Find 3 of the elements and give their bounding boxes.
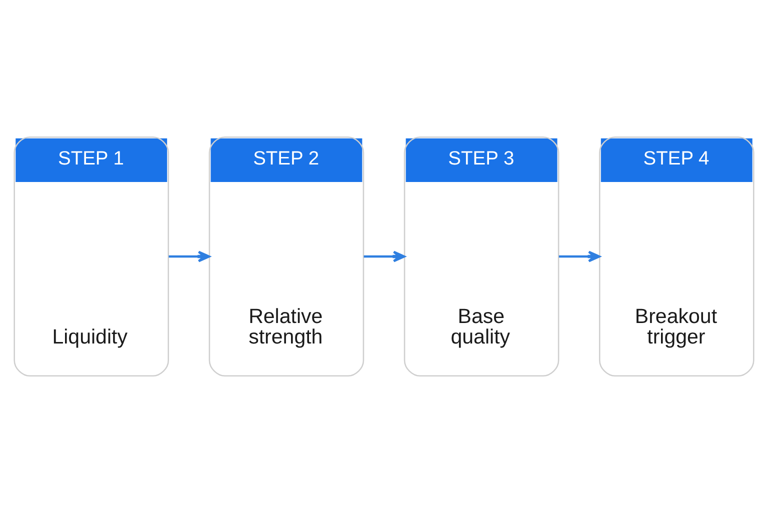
arrow [364, 250, 406, 262]
arrow [168, 250, 210, 262]
arrow [558, 250, 600, 262]
